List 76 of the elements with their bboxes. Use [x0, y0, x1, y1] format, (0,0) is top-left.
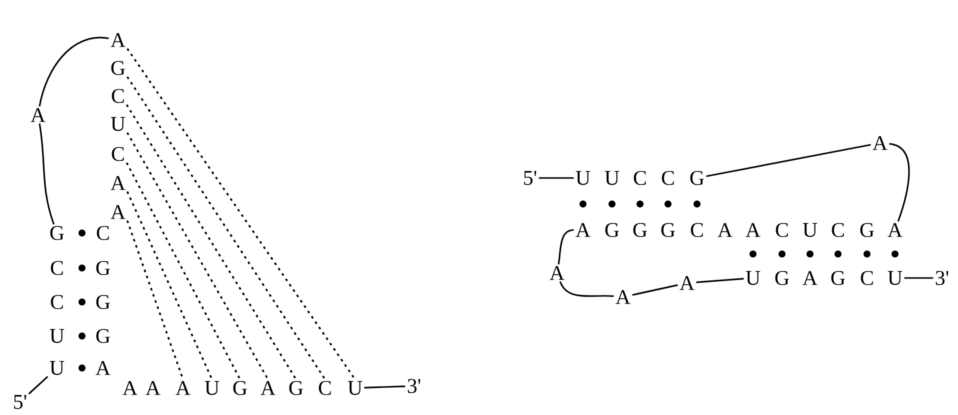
nucleotide-letter: G	[289, 380, 303, 396]
nucleotide-letter: A	[122, 381, 138, 395]
nucleotide-letter: G	[233, 380, 247, 396]
nucleotide-letter: G	[96, 328, 110, 344]
nucleotide-letter: C	[50, 260, 63, 276]
nucleotide-letter: G	[661, 222, 675, 238]
nucleotide-letter: 5'	[14, 395, 26, 409]
nucleotide-letter: C	[690, 222, 703, 238]
nucleotide-letter: U	[888, 271, 902, 285]
nucleotide-letter: G	[775, 270, 789, 286]
curved-backbone-line	[559, 281, 614, 297]
nucleotide-letter: C	[634, 170, 646, 186]
nucleotide-letter: A	[96, 361, 110, 375]
dashed-line	[126, 48, 356, 380]
backbone-line	[28, 376, 48, 394]
curved-backbone-line	[889, 143, 910, 222]
nucleotide-letter: 5'	[524, 171, 536, 185]
nucleotide-letter: G	[831, 270, 845, 286]
backbone-line	[706, 144, 871, 178]
backbone-line	[364, 386, 406, 388]
nucleotide-letter: G	[96, 294, 110, 310]
nucleotide-letter: A	[260, 381, 276, 395]
nucleotide-letter: A	[110, 205, 126, 219]
curved-backbone-line	[38, 124, 55, 224]
nucleotide-letter: A	[802, 271, 818, 285]
backbone-line	[696, 278, 744, 284]
nucleotide-letter: A	[550, 266, 564, 280]
nucleotide-letter: U	[746, 271, 760, 285]
nucleotide-letter: 3'	[936, 270, 948, 286]
nucleotide-letter: A	[110, 33, 126, 47]
nucleotide-letter: U	[204, 381, 220, 395]
dashed-line	[126, 104, 297, 380]
nucleotide-letter: 3'	[408, 378, 420, 394]
nucleotide-letter: A	[746, 223, 760, 237]
nucleotide-letter: U	[50, 361, 64, 375]
dashed-line	[126, 76, 326, 380]
curved-backbone-line	[558, 229, 574, 264]
nucleotide-letter: U	[576, 171, 590, 185]
nucleotide-letter: U	[110, 117, 126, 131]
nucleotide-letter: C	[860, 270, 873, 286]
nucleotide-letter: C	[96, 226, 109, 240]
backbone-line	[904, 277, 934, 279]
nucleotide-letter: U	[50, 329, 64, 343]
nucleotide-letter: G	[96, 260, 110, 276]
nucleotide-letter: U	[802, 223, 818, 237]
nucleotide-letter: C	[112, 88, 124, 104]
nucleotide-letter: C	[776, 222, 788, 238]
nucleotide-letter: A	[576, 223, 590, 237]
nucleotide-letter: A	[872, 136, 888, 150]
nucleotide-letter: A	[718, 223, 732, 237]
nucleotide-letter: A	[110, 176, 126, 190]
nucleotide-letter: U	[604, 171, 620, 185]
nucleotide-letter: G	[860, 222, 874, 238]
nucleotide-letter: A	[146, 381, 160, 395]
nucleotide-letter: C	[318, 380, 331, 396]
backbone-line	[538, 177, 574, 179]
nucleotide-letter: G	[690, 170, 704, 186]
dashed-line	[126, 132, 269, 380]
nucleotide-letter: U	[348, 381, 362, 395]
nucleotide-letter: C	[50, 294, 63, 310]
nucleotide-letter: G	[50, 226, 64, 240]
nucleotide-letter: A	[616, 290, 630, 304]
nucleotide-letter: G	[111, 60, 125, 76]
nucleotide-letter: G	[633, 222, 647, 238]
nucleotide-letter: A	[176, 381, 190, 395]
dashed-line	[126, 162, 241, 380]
dashed-line	[126, 191, 213, 380]
backbone-line	[632, 284, 678, 296]
nucleotide-letter: C	[832, 222, 844, 238]
nucleotide-letter: A	[30, 108, 46, 122]
nucleotide-letter: A	[680, 276, 694, 290]
nucleotide-letter: A	[888, 223, 902, 237]
curved-backbone-line	[38, 36, 109, 107]
nucleotide-letter: C	[662, 170, 674, 186]
nucleotide-letter: C	[112, 146, 124, 162]
nucleotide-letter: G	[605, 222, 619, 238]
